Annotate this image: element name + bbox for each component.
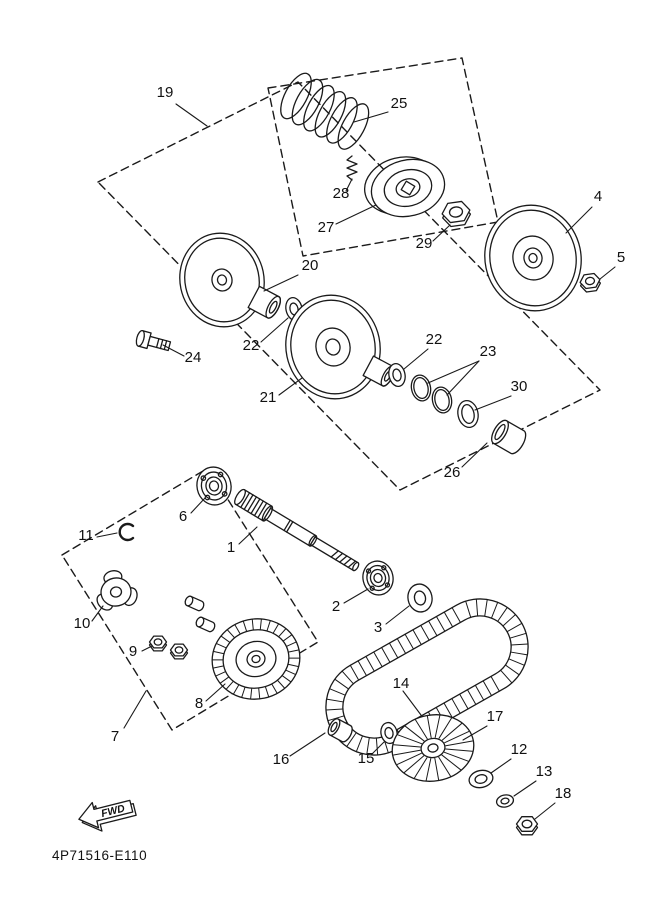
callout-22a: 22 [243,337,260,354]
diagram-code: 4P71516-E110 [52,848,147,863]
callout-8: 8 [195,695,203,712]
callout-1: 1 [227,539,235,556]
part-nut-29 [441,200,472,228]
part-washer-12 [468,769,494,789]
callout-2: 2 [332,598,340,615]
part-fan-pulley-17 [391,714,475,782]
part-bearing-6 [196,466,232,506]
callout-16: 16 [273,751,290,768]
part-spacer-16 [327,718,353,743]
assembly-region-19-outline [97,81,601,491]
part-collar-26 [491,419,527,455]
callout-24: 24 [185,349,202,366]
callout-12: 12 [511,741,528,758]
part-sheave-21 [285,294,381,400]
callout-22b: 22 [426,331,443,348]
part-sliding-sheave-20 [179,232,265,328]
callout-25: 25 [391,95,408,112]
part-clutch-carrier-27 [364,156,446,218]
part-washer-13 [495,794,515,808]
callout-30: 30 [511,378,528,395]
callout-13: 13 [536,763,553,780]
leader-lines [91,103,616,820]
callout-5: 5 [617,249,625,266]
part-sliding-sheave-20-boss [247,285,282,319]
callout-15: 15 [358,750,375,767]
part-nut-5 [579,272,602,293]
part-oring-23b [431,386,453,414]
callout-14: 14 [393,675,410,692]
part-cam-plate-10 [96,570,138,611]
callout-26: 26 [444,464,461,481]
part-oring-23a [410,374,432,402]
callout-28: 28 [333,185,350,202]
part-shaft-1 [234,488,360,572]
part-spring-25 [280,72,370,150]
part-bearing-2 [362,560,394,596]
callout-10: 10 [74,615,91,632]
callout-21: 21 [260,389,277,406]
callout-6: 6 [179,508,187,525]
part-washer-22b [388,362,406,388]
fwd-label: FWD [100,802,127,820]
callout-3: 3 [374,619,382,636]
part-crown-pulley-8 [211,618,301,700]
part-washer-3 [407,583,433,613]
callout-18: 18 [555,785,572,802]
part-nut-9a [148,635,168,652]
part-ring-30 [457,399,479,429]
part-slider-9b [195,616,216,633]
part-nut-9b [169,643,189,660]
callout-29: 29 [416,235,433,252]
part-drive-face-4 [484,204,582,312]
part-spring-28 [346,155,358,181]
part-bolt-24 [135,329,172,352]
part-nut-18 [515,816,539,836]
fwd-arrow-icon: FWD [78,799,137,832]
callout-11: 11 [78,527,94,544]
part-washer-15 [380,721,398,745]
assembly-region-7-outline [61,467,319,731]
callout-20: 20 [302,257,319,274]
callout-4: 4 [594,188,602,205]
callout-23: 23 [480,343,497,360]
callout-27: 27 [318,219,335,236]
callout-17: 17 [487,708,504,725]
callout-labels: 19 25 28 27 29 4 5 20 24 22 21 22 23 30 … [74,84,626,802]
part-clip-11 [118,522,135,542]
callout-19: 19 [157,84,174,101]
part-slider-9a [184,595,205,612]
assembly-region-clutch-sub-outline [267,57,499,257]
callout-7: 7 [111,728,119,745]
callout-9: 9 [129,643,137,660]
